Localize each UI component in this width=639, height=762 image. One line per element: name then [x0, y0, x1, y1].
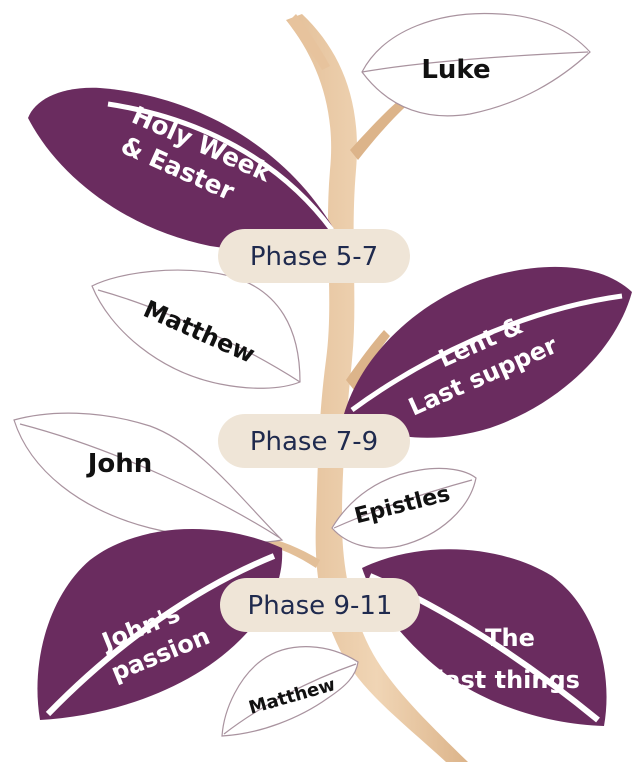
phase-pill-3: Phase 9-11: [220, 578, 420, 632]
leaf-label-luke: Luke: [421, 55, 490, 85]
phase-pill-1: Phase 5-7: [218, 229, 410, 283]
leaf-lent: Lent & Last supper: [344, 266, 632, 438]
leaf-matthew-upper: Matthew: [91, 269, 301, 389]
leaf-last-things: The last things: [362, 549, 607, 726]
leaf-epistles: Epistles: [331, 467, 477, 549]
leaf-holy-week: Holy Week & Easter: [28, 87, 338, 251]
leaf-label-last-things-2: last things: [436, 666, 580, 694]
leaf-matthew-lower: Matthew: [221, 646, 359, 737]
phase-pill-2: Phase 7-9: [218, 414, 410, 468]
phase-label-3: Phase 9-11: [248, 591, 393, 621]
phase-label-2: Phase 7-9: [250, 427, 378, 457]
leaf-label-last-things-1: The: [485, 624, 535, 652]
leaf-johns-passion: John's passion: [37, 528, 283, 720]
leaf-label-john: John: [86, 449, 153, 479]
phase-label-1: Phase 5-7: [250, 242, 378, 272]
leaf-luke: Luke: [361, 12, 591, 117]
